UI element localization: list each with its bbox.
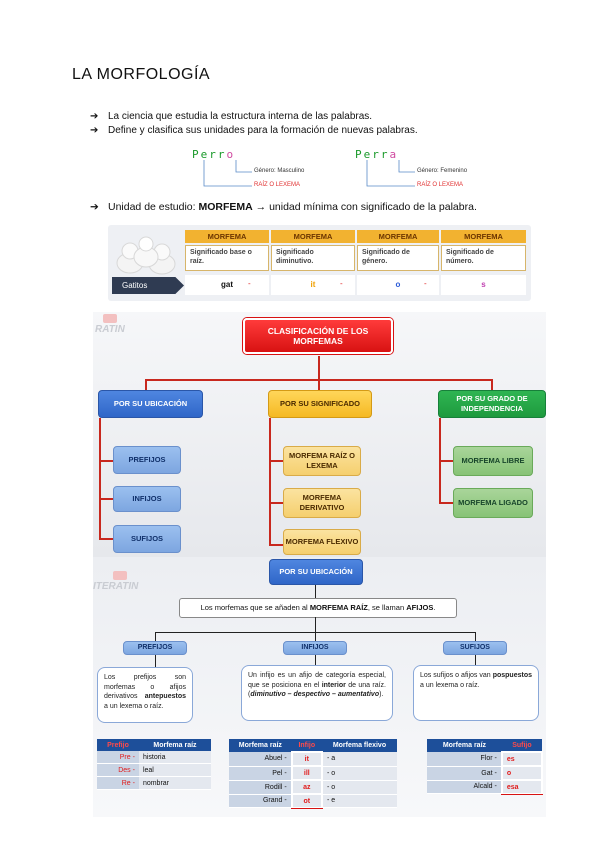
morfema-ligado-node: MORFEMA LIGADO [453, 488, 533, 518]
table-cell: historia [139, 751, 211, 764]
table-cell: leal [139, 764, 211, 777]
table-header: Infijo [292, 739, 322, 752]
infijos-node: INFIJOS [113, 486, 181, 512]
root-node: CLASIFICACIÓN DE LOS MORFEMAS [243, 318, 393, 354]
kittens-image [112, 235, 180, 275]
example-perro-connectors [196, 160, 256, 190]
table-header: Morfema flexivo [322, 739, 397, 752]
table-cell: - o [322, 766, 397, 780]
table-header: Morfema raíz [229, 739, 292, 752]
table-cell: Flor - [427, 752, 502, 766]
branch-independencia: POR SU GRADO DE INDEPENDENCIA [438, 390, 546, 418]
table-cell: nombrar [139, 777, 211, 790]
table-cell: es [502, 752, 542, 766]
table-cell: Gat - [427, 766, 502, 780]
dash-separator: - [248, 279, 251, 288]
morfema-flexivo-node: MORFEMA FLEXIVO [283, 529, 361, 555]
table-header: Sufijo [502, 739, 542, 752]
table-row: Abuel -it- a [229, 752, 397, 766]
watermark: ITERATIN [93, 581, 138, 592]
table-row: Grand -ot- e [229, 794, 397, 808]
gatitos-label: Gatitos [112, 277, 184, 294]
bullet-item: ➔La ciencia que estudia la estructura in… [90, 110, 372, 123]
morfema-derivativo-node: MORFEMA DERIVATIVO [283, 488, 361, 518]
afijos-statement: Los morfemas que se añaden al MORFEMA RA… [179, 598, 457, 618]
bullet-item: ➔Define y clasifica sus unidades para la… [90, 124, 418, 137]
table-cell: Abuel - [229, 752, 292, 766]
table-cell: Significado base o raíz. [185, 245, 269, 271]
table-header: MORFEMA [271, 230, 355, 243]
ubicacion-diagram: ITERATIN POR SU UBICACIÓN Los morfemas q… [93, 557, 546, 817]
table-row: Flor -es [427, 752, 542, 766]
table-header: Morfema raíz [427, 739, 502, 752]
table-cell: Pre - [97, 751, 139, 764]
table-header: MORFEMA [441, 230, 526, 243]
classification-diagram: RATIN CLASIFICACIÓN DE LOS MORFEMAS POR … [93, 312, 546, 557]
play-logo-icon [103, 314, 117, 323]
table-cell: Alcald - [427, 780, 502, 794]
morfema-libre-node: MORFEMA LIBRE [453, 446, 533, 476]
table-cell: Rodill - [229, 780, 292, 794]
table-cell: Des - [97, 764, 139, 777]
table-cell: Significado de género. [357, 245, 439, 271]
branch-ubicacion: POR SU UBICACIÓN [98, 390, 203, 418]
table-header: MORFEMA [357, 230, 439, 243]
table-cell: Significado de número. [441, 245, 526, 271]
arrow-right-icon: ➔ [90, 110, 108, 123]
example-perra-connectors [359, 160, 419, 190]
table-cell: - e [322, 794, 397, 808]
table-row: Gat -o [427, 766, 542, 780]
sufijos-node: SUFIJOS [443, 641, 507, 655]
table-cell: az [292, 780, 322, 794]
bullet-item: ➔Unidad de estudio: MORFEMA → unidad mín… [90, 201, 477, 214]
root-label: RAÍZ O LEXEMA [254, 182, 300, 188]
sufijos-description: Los sufijos o afijos van pospuestos a un… [413, 665, 539, 721]
dash-separator: - [424, 279, 427, 288]
table-row: Des -leal [97, 764, 211, 777]
prefijos-description: Los prefijos son morfemas o afijos deriv… [97, 667, 193, 723]
table-header: Prefijo [97, 739, 139, 751]
table-cell: esa [502, 780, 542, 794]
infijos-node: INFIJOS [283, 641, 347, 655]
table-cell: ill [292, 766, 322, 780]
arrow-right-icon: ➔ [90, 124, 108, 137]
table-cell: it [292, 752, 322, 766]
table-row: Re -nombrar [97, 777, 211, 790]
table-header: Morfema raíz [139, 739, 211, 751]
sufijos-node: SUFIJOS [113, 525, 181, 553]
morfema-raiz-node: MORFEMA RAÍZ O LEXEMA [283, 446, 361, 476]
table-row: Pel -ill- o [229, 766, 397, 780]
gender-label: Género: Femenino [417, 168, 467, 174]
morfema-table: Gatitos MORFEMA MORFEMA MORFEMA MORFEMA … [108, 225, 531, 301]
morpheme-value: gat [185, 275, 269, 295]
play-logo-icon [113, 571, 127, 580]
gender-label: Género: Masculino [254, 168, 304, 174]
table-cell: - o [322, 780, 397, 794]
table-cell: - a [322, 752, 397, 766]
table-header: MORFEMA [185, 230, 269, 243]
table-cell: o [502, 766, 542, 780]
watermark: RATIN [95, 324, 125, 335]
table-row: Alcald -esa [427, 780, 542, 794]
table-row: Pre -historia [97, 751, 211, 764]
table-cell: Grand - [229, 794, 292, 808]
prefijos-node: PREFIJOS [123, 641, 187, 655]
table-cell: Significado diminutivo. [271, 245, 355, 271]
table-row: Rodill -az- o [229, 780, 397, 794]
branch-significado: POR SU SIGNIFICADO [268, 390, 372, 418]
root-label: RAÍZ O LEXEMA [417, 182, 463, 188]
page-title: LA MORFOLOGÍA [72, 66, 210, 84]
root-node: POR SU UBICACIÓN [269, 559, 363, 585]
dash-separator: - [340, 279, 343, 288]
table-cell: Pel - [229, 766, 292, 780]
infijos-description: Un infijo es un afijo de categoría espec… [241, 665, 393, 721]
prefijos-node: PREFIJOS [113, 446, 181, 474]
arrow-right-icon: ➔ [90, 201, 108, 214]
table-cell: ot [292, 794, 322, 808]
morpheme-value: s [441, 275, 526, 295]
table-cell: Re - [97, 777, 139, 790]
